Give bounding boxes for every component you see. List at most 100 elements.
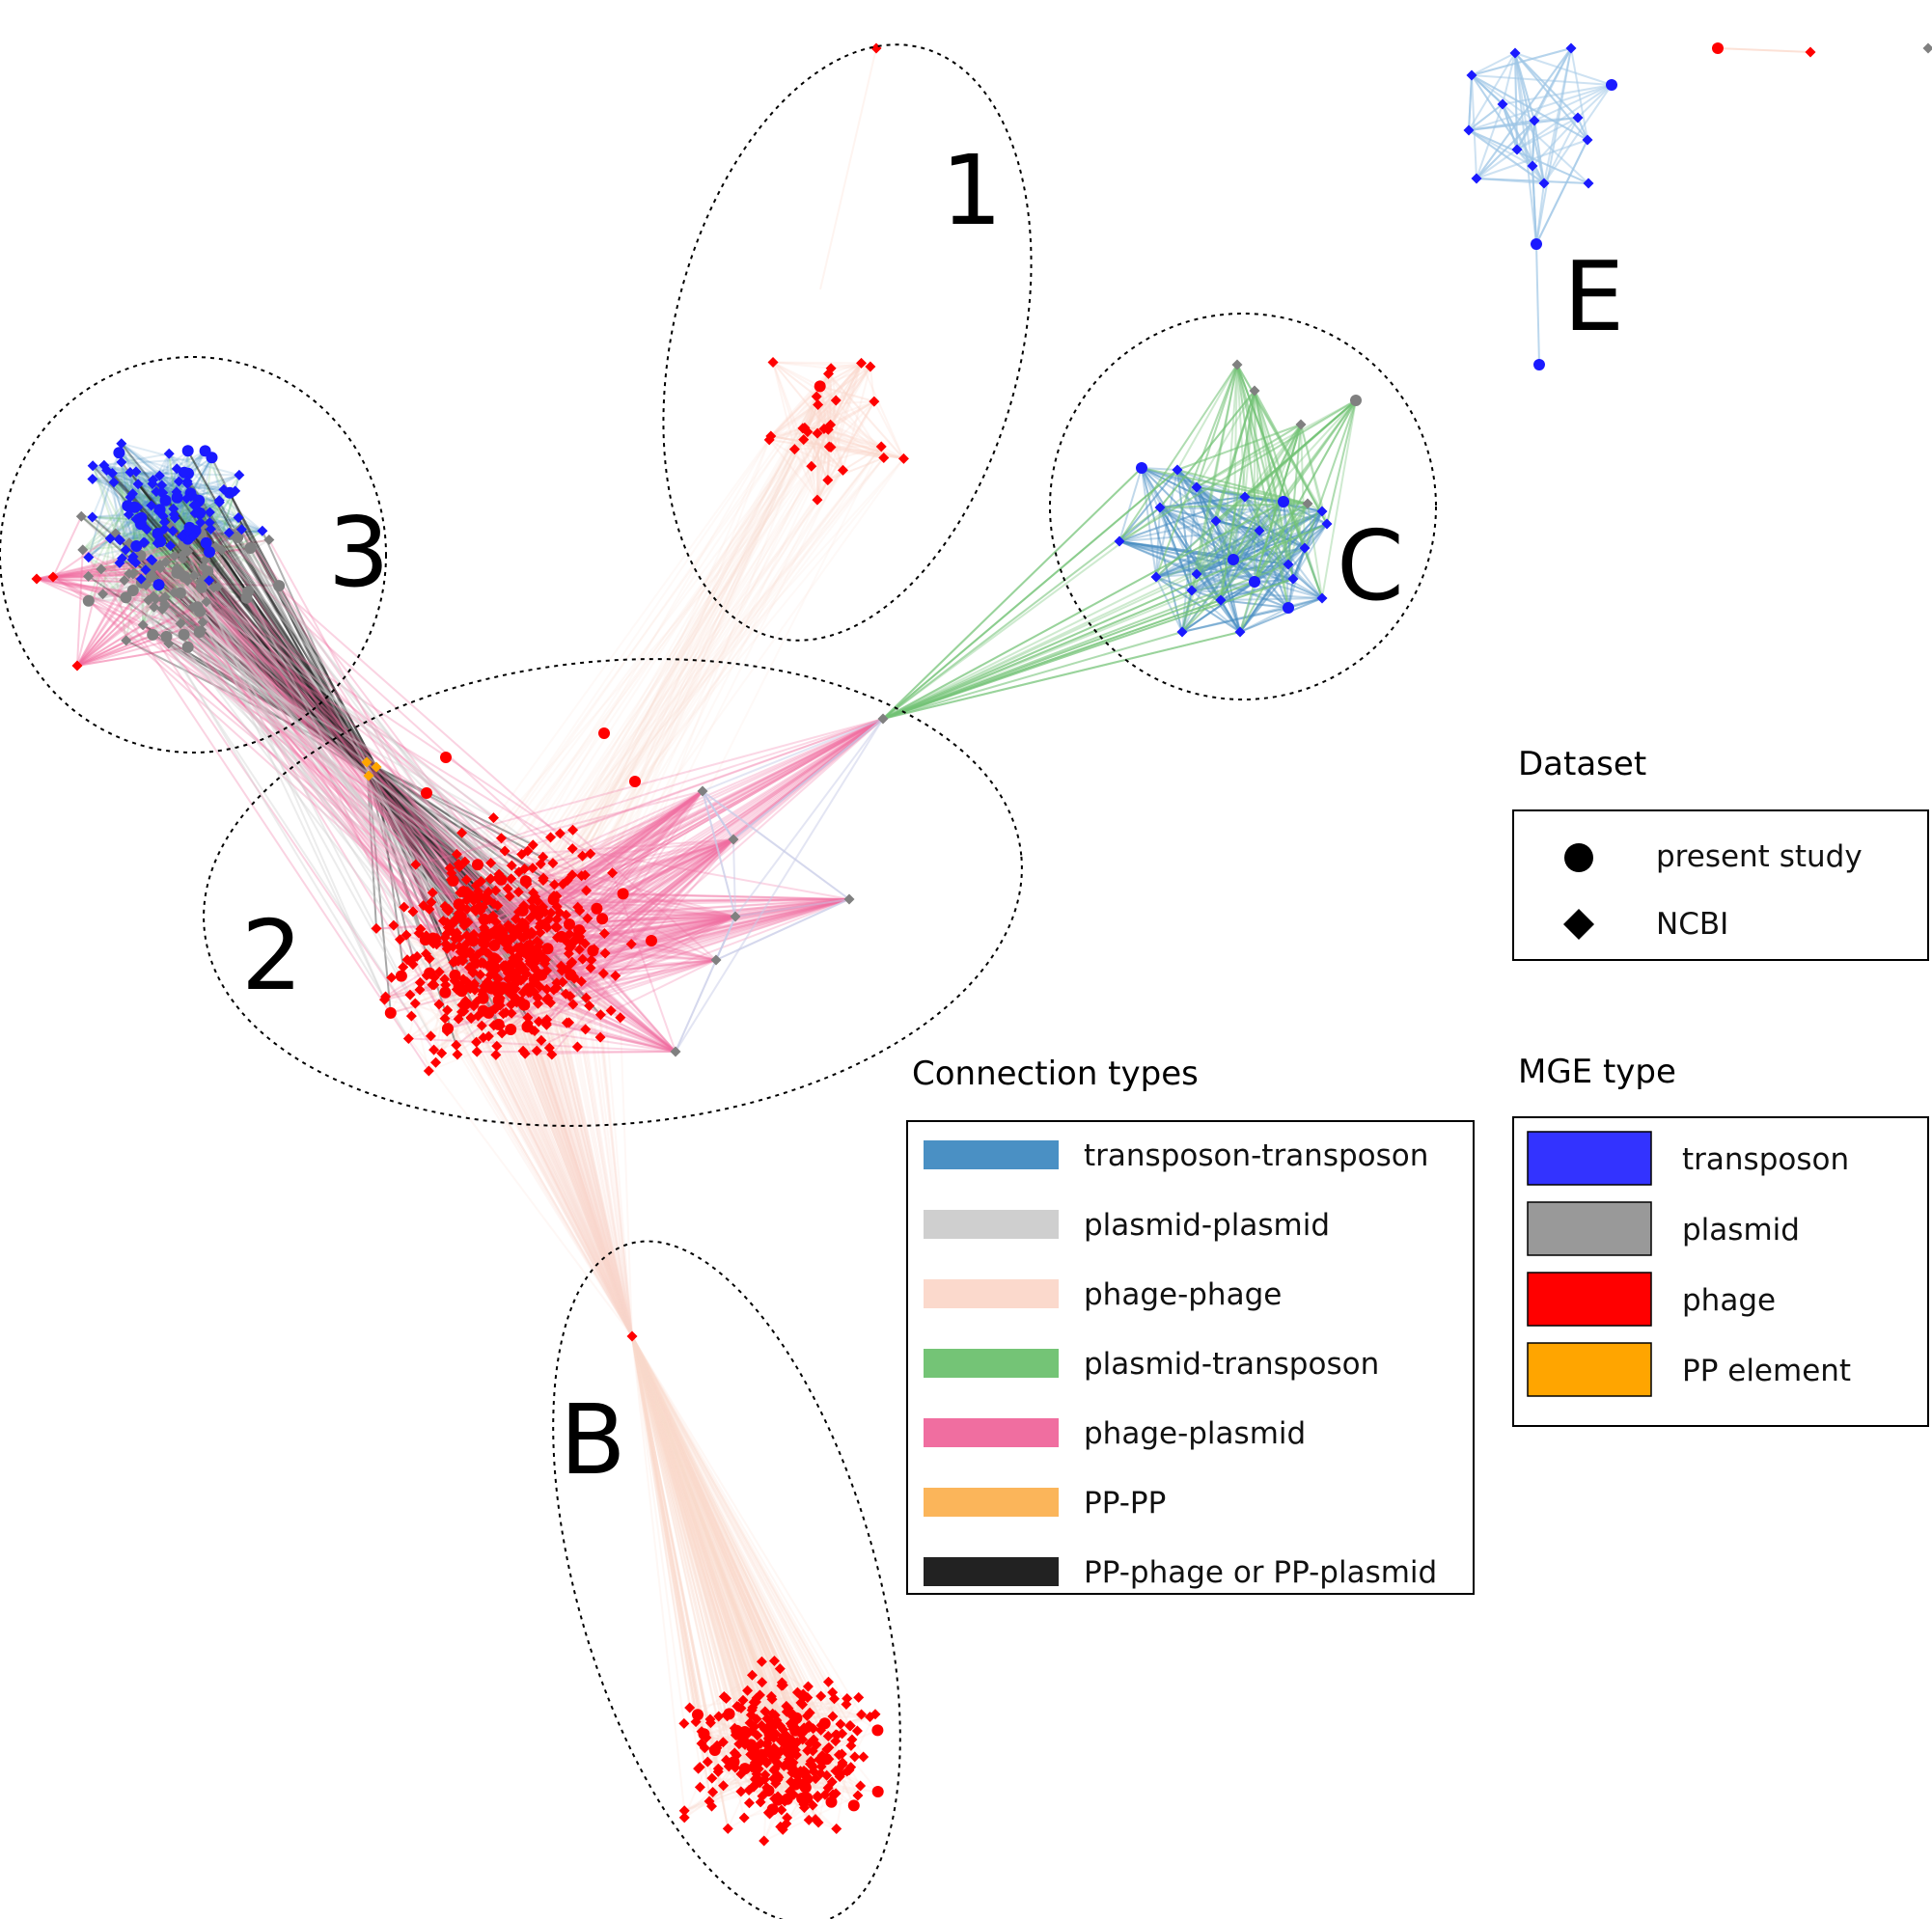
- edge-phage-phage: [829, 362, 863, 425]
- edge-phage-phage: [481, 962, 633, 1337]
- edge-phage-phage: [631, 1335, 793, 1745]
- edge-phage-phage: [631, 1335, 728, 1699]
- edge-phage-phage: [772, 361, 829, 430]
- edge-phage-phage: [835, 399, 885, 459]
- edge-phage-phage: [631, 1335, 766, 1755]
- edge-phage-phage: [631, 1335, 812, 1713]
- edge-phage-phage: [725, 1659, 776, 1700]
- edge-phage-phage: [802, 362, 863, 429]
- edge-phage-phage: [630, 446, 883, 945]
- edge-phage-phage: [631, 1335, 735, 1763]
- edge-phage-phage: [631, 1335, 819, 1796]
- edge-phage-phage: [828, 363, 863, 448]
- edge-transposon-transposon: [92, 516, 210, 524]
- edge-phage-phage: [476, 1001, 633, 1337]
- edge-phage-phage: [827, 428, 882, 448]
- edge-transposon-transposon: [121, 442, 240, 477]
- edge-phage-phage: [631, 1335, 865, 1758]
- edge-transposon-transposon: [121, 442, 192, 498]
- edge-phage-phage: [631, 1335, 791, 1793]
- edge-phage-phage: [473, 969, 568, 1007]
- edge-phage-phage: [631, 1335, 699, 1715]
- edge-phage-phage: [631, 1335, 812, 1713]
- edge-phage-phage: [827, 456, 885, 481]
- edge-transposon-transposon: [127, 456, 213, 516]
- edge-phage-phage: [631, 1335, 775, 1749]
- edge-transposon-transposon: [121, 442, 161, 477]
- edge-phage-phage: [546, 998, 633, 1337]
- edge-phage-phage: [631, 1335, 686, 1811]
- edge-phage-phage: [631, 1335, 741, 1744]
- edge-phage-phage: [880, 445, 904, 460]
- edge-phage-phage: [816, 366, 871, 434]
- edge-phage-phage: [830, 446, 884, 459]
- edge-phage-phage: [827, 400, 875, 431]
- edge-phage-phage: [827, 372, 905, 459]
- edge-phage-phage: [768, 430, 809, 441]
- edge-transposon-transposon: [134, 480, 180, 563]
- edge-phage-phage: [425, 396, 818, 937]
- edge-phage-phage: [414, 1002, 443, 1055]
- edge-phage-phage: [803, 426, 829, 481]
- edge-phage-phage: [631, 1335, 830, 1760]
- edge-phage-phage: [631, 1335, 822, 1726]
- edge-phage-phage: [569, 933, 606, 997]
- edge-phage-phage: [549, 1002, 633, 1337]
- edge-phage-phage: [802, 427, 844, 472]
- edge-phage-phage: [631, 1335, 823, 1768]
- edge-phage-phage: [482, 456, 885, 920]
- edge-phage-phage: [631, 1335, 713, 1807]
- edge-phage-phage: [815, 404, 819, 501]
- edge-phage-phage: [537, 1003, 633, 1337]
- edge-phage-phage: [455, 989, 633, 1337]
- edge-phage-phage: [631, 1335, 838, 1736]
- edge-phage-phage: [492, 817, 526, 870]
- edge-phage-phage: [631, 1335, 791, 1793]
- edge-phage-phage: [804, 362, 863, 429]
- edge-phage-phage: [494, 983, 633, 1337]
- edge-phage-phage: [631, 1335, 768, 1745]
- edge-phage-phage: [738, 1742, 762, 1803]
- edge-phage-phage: [631, 1335, 747, 1742]
- edge-phage-phage: [842, 366, 871, 471]
- edge-phage-phage: [501, 427, 825, 936]
- edge-phage-phage: [768, 426, 806, 441]
- edge-phage-phage: [526, 945, 633, 1337]
- edge-phage-phage: [426, 904, 525, 955]
- edge-phage-phage: [631, 1335, 783, 1741]
- edge-plasmid-transposon: [882, 563, 1289, 720]
- edge-phage-phage: [771, 1698, 870, 1718]
- edge-phage-phage: [631, 1335, 782, 1670]
- edge-phage-phage: [482, 998, 633, 1337]
- edge-phage-phage: [409, 938, 434, 996]
- edge-phage-phage: [631, 1335, 713, 1807]
- edge-plasmid-transposon: [1300, 424, 1306, 549]
- edge-phage-phage: [819, 385, 875, 403]
- edge-phage-phage: [506, 362, 863, 945]
- edge-phage-phage: [631, 1335, 811, 1744]
- edge-phage-phage: [631, 1335, 715, 1750]
- edge-phage-phage: [433, 976, 536, 1032]
- edge-phage-phage: [631, 1335, 748, 1736]
- edge-phage-phage: [631, 1335, 754, 1711]
- edge-phage-phage: [522, 480, 829, 979]
- edge-phage-phage: [830, 362, 862, 370]
- edge-phage-phage: [546, 998, 633, 1337]
- edge-phage-phage: [393, 911, 414, 927]
- edge-phage-phage: [631, 1335, 805, 1695]
- edge-transposon-transposon: [135, 471, 143, 518]
- edge-phage-phage: [631, 1335, 791, 1713]
- edge-phage-phage: [631, 1335, 833, 1803]
- edge-phage-phage: [810, 428, 830, 467]
- edge-phage-phage: [455, 854, 458, 1046]
- edge-phage-phage: [459, 990, 633, 1337]
- edge-phage-phage: [631, 1335, 808, 1773]
- edge-phage-phage: [556, 366, 871, 928]
- edge-phage-phage: [631, 1335, 763, 1683]
- edge-phage-phage: [537, 892, 624, 952]
- edge-phage-phage: [826, 446, 831, 480]
- edge-phage-phage: [487, 1035, 633, 1337]
- edge-transposon-transposon: [152, 512, 196, 562]
- edge-phage-phage: [631, 1335, 763, 1759]
- edge-phage-phage: [555, 396, 818, 897]
